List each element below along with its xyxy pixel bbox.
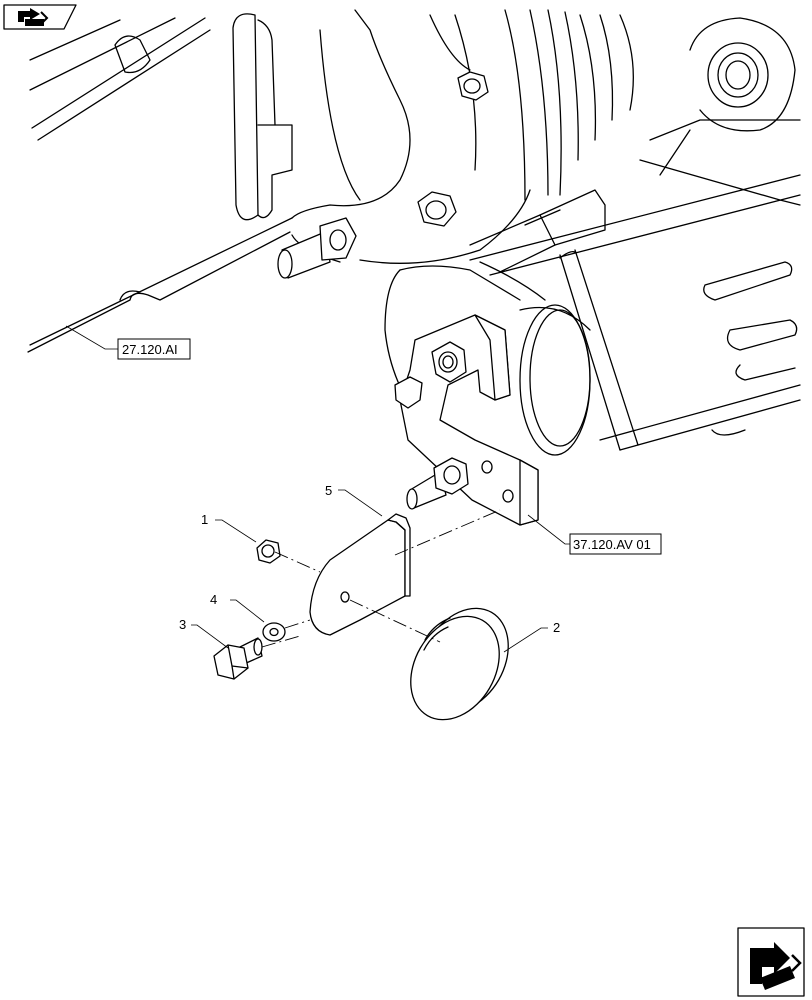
- callout-1: 1: [201, 512, 208, 527]
- callout-3: 3: [179, 617, 186, 632]
- machine-background: [27, 9, 801, 526]
- part-2-cap: [410, 607, 509, 721]
- next-page-icon: [750, 942, 802, 990]
- part-3-bolt: [213, 637, 263, 680]
- reference-label: 27.120.AI: [122, 342, 178, 357]
- callout-4: 4: [210, 592, 217, 607]
- part-4-washer: [262, 622, 286, 642]
- leader-lines: [65, 325, 570, 653]
- previous-page-icon: [18, 8, 49, 26]
- previous-page-button[interactable]: [3, 4, 77, 30]
- assembly-lines: [261, 509, 501, 648]
- next-page-button[interactable]: [737, 927, 805, 997]
- part-1-nut: [256, 539, 281, 564]
- callout-5: 5: [325, 483, 332, 498]
- reference-label: 37.120.AV 01: [573, 537, 651, 552]
- callout-2: 2: [553, 620, 560, 635]
- exploded-parts: [213, 513, 509, 721]
- part-5-bracket: [309, 513, 411, 636]
- reference-37-120-av-01[interactable]: 37.120.AV 01: [569, 533, 662, 555]
- reference-27-120-ai[interactable]: 27.120.AI: [117, 338, 191, 360]
